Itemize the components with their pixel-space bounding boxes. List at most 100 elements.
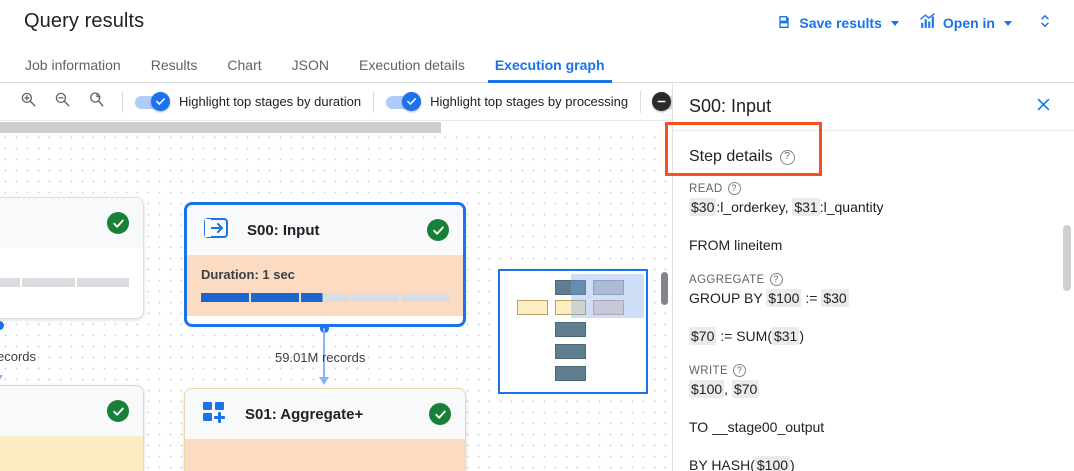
page-title: Query results — [24, 10, 145, 32]
detail-token: $31 — [771, 327, 800, 345]
aggregate-grid-icon — [201, 399, 227, 430]
check-circle-icon — [427, 219, 449, 241]
bar-chart-icon — [919, 13, 936, 33]
zoom-reset-button[interactable] — [82, 88, 110, 116]
zoom-out-button[interactable] — [48, 88, 76, 116]
detail-keyword: WRITE? — [689, 364, 1058, 377]
minimap-node — [593, 280, 624, 295]
tab-label: Results — [150, 56, 198, 73]
switch-thumb — [652, 91, 672, 111]
detail-keyword-label: WRITE — [689, 364, 729, 377]
save-results-button[interactable]: Save results — [766, 8, 909, 39]
tab-label: Execution details — [358, 56, 465, 73]
tab-label: JSON — [291, 56, 329, 73]
header-actions: Save results Open in — [766, 0, 1062, 46]
detail-text: :l_quantity — [819, 199, 884, 215]
toggle-highlight-processing[interactable]: Highlight top stages by processing — [386, 91, 629, 111]
close-button[interactable] — [1028, 92, 1058, 122]
minimap-node — [555, 322, 586, 337]
toggle-label-processing: Highlight top stages by processing — [430, 94, 629, 109]
tab-execution-details[interactable]: Execution details — [344, 46, 480, 83]
minimap-viewport[interactable] — [571, 274, 644, 318]
detail-keyword-label: AGGREGATE — [689, 273, 765, 286]
minimap-node — [593, 300, 624, 315]
detail-text: := — [801, 290, 822, 306]
graph-node-partial-bottom-left[interactable] — [0, 385, 144, 471]
tab-chart[interactable]: Chart — [212, 46, 276, 83]
help-circle-icon[interactable]: ? — [769, 273, 783, 286]
graph-minimap[interactable] — [498, 269, 648, 394]
section-title-label: Step details — [689, 148, 773, 165]
zoom-in-icon — [19, 90, 37, 113]
chevron-down-icon — [890, 20, 899, 26]
toolbar-divider — [373, 90, 375, 113]
help-circle-icon[interactable]: ? — [733, 364, 747, 377]
detail-text: ) — [799, 328, 805, 344]
zoom-reset-icon — [87, 90, 105, 113]
toggle-switch-duration[interactable] — [135, 91, 170, 111]
detail-text: GROUP BY — [689, 290, 767, 306]
close-icon — [1035, 96, 1052, 118]
tab-job-information[interactable]: Job information — [10, 46, 136, 83]
graph-node-s01-aggregate[interactable]: S01: Aggregate+ — [184, 388, 466, 471]
graph-node-s00-input[interactable]: S00: Input Duration: 1 sec — [184, 202, 466, 327]
detail-keyword-label: READ — [689, 182, 723, 195]
unfold-more-button[interactable] — [1028, 6, 1062, 40]
node-header: S00: Input — [187, 205, 463, 255]
detail-text: BY HASH( — [689, 457, 755, 471]
detail-text: TO __stage00_output — [689, 419, 825, 435]
node-duration-bar — [201, 293, 449, 302]
toolbar-divider — [640, 90, 642, 113]
node-body — [185, 439, 465, 471]
execution-graph-canvas[interactable]: ecords S00: Input — [0, 121, 672, 471]
node-header: S01: Aggregate+ — [185, 389, 465, 439]
detail-token: $31 — [792, 198, 820, 216]
scrollbar-thumb[interactable] — [0, 122, 441, 133]
detail-line: $70 := SUM($31) — [689, 326, 1058, 346]
input-arrow-icon — [203, 215, 229, 246]
tab-json[interactable]: JSON — [277, 46, 344, 83]
minimap-node — [555, 300, 586, 315]
chevron-down-icon — [1004, 20, 1012, 26]
node-header — [0, 386, 143, 436]
detail-token: $30 — [689, 198, 717, 216]
toolbar-divider — [122, 90, 123, 113]
detail-text: , — [724, 381, 732, 397]
panel-header: S00: Input — [673, 83, 1074, 131]
edge-source-dot — [0, 321, 4, 330]
graph-node-partial-top-left[interactable] — [0, 197, 144, 319]
toggle-switch-processing[interactable] — [386, 91, 422, 111]
toggle-highlight-duration[interactable]: Highlight top stages by duration — [135, 91, 361, 111]
unfold-more-icon — [1036, 12, 1054, 35]
minimap-node — [555, 280, 586, 295]
edge-record-label: ecords — [0, 349, 37, 364]
detail-token: $100 — [689, 380, 725, 398]
tab-bar: Job information Results Chart JSON Execution… — [0, 46, 1074, 83]
edge-arrow-icon — [319, 377, 329, 385]
panel-scrollbar-thumb[interactable] — [1063, 225, 1071, 291]
tab-execution-graph[interactable]: Execution graph — [480, 46, 620, 83]
detail-line: $100, $70 — [689, 379, 1058, 399]
zoom-in-button[interactable] — [14, 88, 42, 116]
help-circle-icon[interactable]: ? — [727, 182, 741, 195]
graph-vertical-scrollbar-thumb[interactable] — [661, 272, 668, 305]
node-title: S01: Aggregate+ — [245, 405, 364, 423]
node-body: Duration: 1 sec — [187, 255, 463, 316]
check-circle-icon — [107, 400, 129, 422]
tab-label: Job information — [25, 56, 121, 73]
graph-horizontal-scrollbar[interactable] — [0, 121, 672, 134]
tab-results[interactable]: Results — [136, 46, 213, 83]
open-in-label: Open in — [942, 15, 995, 31]
open-in-button[interactable]: Open in — [909, 7, 1022, 39]
detail-text: := SUM( — [716, 328, 772, 344]
detail-text: FROM lineitem — [689, 237, 783, 253]
help-circle-icon[interactable]: ? — [779, 149, 795, 165]
check-circle-icon — [429, 403, 451, 425]
detail-keyword: AGGREGATE? — [689, 273, 1058, 286]
switch-thumb — [151, 91, 170, 111]
node-body — [0, 436, 143, 471]
edge-record-label: 59.01M records — [275, 350, 366, 365]
detail-token: $100 — [766, 289, 802, 307]
detail-text: :l_orderkey, — [716, 199, 793, 215]
panel-body: Step details ? READ? $30:l_orderkey, $31:… — [673, 132, 1074, 471]
